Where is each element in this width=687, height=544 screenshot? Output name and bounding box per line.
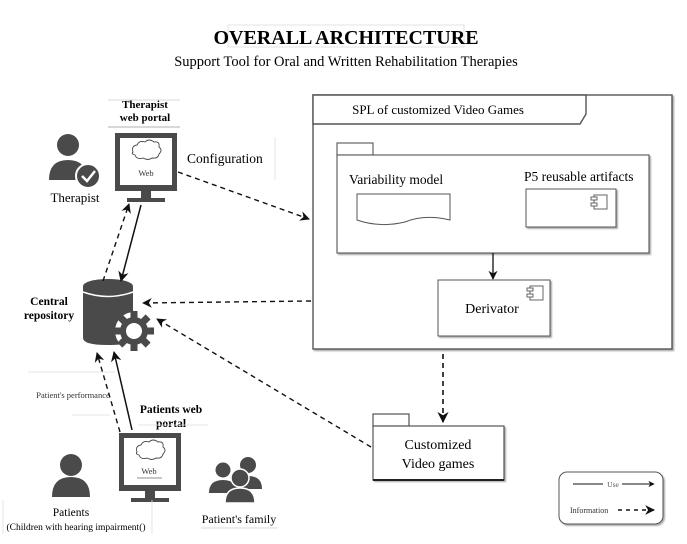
use-arrow-patients-to-repo [111,350,133,431]
component-icon [526,285,544,301]
document-icon [356,193,451,226]
svg-text:Web: Web [141,466,156,476]
info-arrow-spl-to-repo [142,297,312,308]
connections [94,171,449,448]
configuration-label: Configuration [187,151,263,166]
legend-information-label: Information [570,506,608,515]
svg-text:Patient's performance: Patient's performance [36,390,110,400]
database-gear-icon[interactable] [82,279,154,351]
central-repository-label: Central repository [24,296,75,322]
patients-monitor-icon[interactable]: Web [119,433,181,502]
legend: Use Information [558,471,664,525]
svg-text:Therapist: Therapist [122,99,168,111]
diagram-title: OVERALL ARCHITECTURE [213,27,478,49]
title-frame [227,24,465,48]
users-group-icon [209,457,262,504]
info-arrow-repo-to-therapist [102,203,131,282]
component-icon [590,194,608,210]
spl-title: SPL of customized Video Games [352,102,524,117]
svg-text:Customized: Customized [405,438,472,453]
info-arrow-performance-to-repo [94,352,121,433]
info-arrow-config-to-spl [177,171,310,221]
patients-label: Patients [53,507,90,519]
cloud-icon [131,139,162,160]
customized-video-games-package[interactable]: Customized Video games [372,413,505,481]
legend-use-label: Use [607,480,619,489]
svg-text:Web: Web [138,168,153,178]
patient-performance-label: Patient's performance [28,371,115,416]
svg-text:Derivator: Derivator [465,302,519,317]
cloud-icon [135,439,166,460]
patients-sublabel: (Children with hearing impairment() [6,522,145,533]
diagram-subtitle: Support Tool for Oral and Written Rehabi… [174,54,518,70]
user-check-icon [49,134,101,189]
svg-text:Video games: Video games [402,457,475,472]
svg-text:repository: repository [24,310,75,322]
use-arrow-therapist-to-repo [118,204,142,283]
user-icon [52,454,90,497]
therapist-monitor-icon[interactable]: Web [115,133,177,202]
info-arrow-games-to-repo [156,318,372,448]
family-label: Patient's family [202,512,276,526]
spl-package: Variability model P5 reusable artifacts [336,142,650,254]
patients-portal-label: Patients web portal [138,404,208,430]
therapist-portal-label: Therapist web portal [108,99,180,128]
svg-text:portal: portal [156,418,186,430]
therapist-label: Therapist [50,190,99,205]
svg-text:Central: Central [30,296,68,308]
derivator-component[interactable]: Derivator [437,279,551,337]
svg-text:web portal: web portal [120,112,170,124]
reusable-artifacts-label[interactable]: P5 reusable artifacts [524,169,633,184]
svg-text:Patients web: Patients web [140,404,202,416]
variability-model-label: Variability model [349,172,443,187]
